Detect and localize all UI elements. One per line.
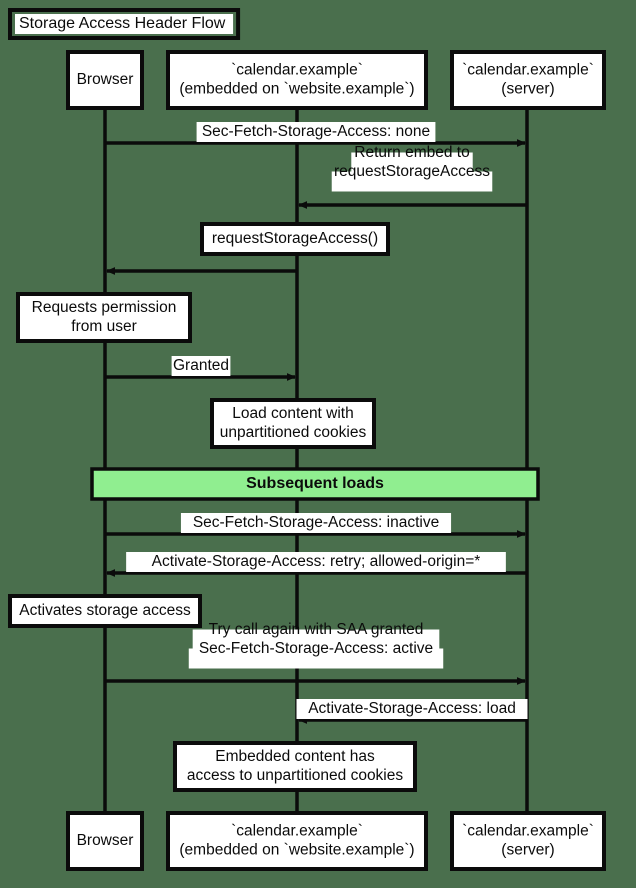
participant-label-bg <box>225 822 369 841</box>
message-label: Sec-Fetch-Storage-Access: none <box>202 123 430 140</box>
message-label-bg <box>171 356 231 376</box>
diagram-title-layer: Storage Access Header Flow <box>8 8 241 40</box>
participant-browser-bottom[interactable]: Browser <box>66 811 144 871</box>
section-subsequent-loads: Subsequent loads <box>90 467 540 501</box>
message-label: Activate-Storage-Access: load <box>308 700 516 717</box>
message-label-bg <box>192 629 440 650</box>
participant-server-bottom[interactable]: `calendar.example`(server) <box>450 811 606 871</box>
message-label-bg <box>296 699 528 719</box>
participant-embed-top[interactable]: `calendar.example`(embedded on `website.… <box>166 50 428 110</box>
message-sec-fetch-storage-access-inactive: Sec-Fetch-Storage-Access: inactive <box>105 513 526 538</box>
participant-label-bg <box>76 831 134 851</box>
participant-label: `calendar.example`(embedded on `website.… <box>179 62 414 98</box>
participant-label: `calendar.example`(server) <box>462 62 594 98</box>
diagram-title-text: Storage Access Header Flow <box>19 15 226 32</box>
note-activates-storage-access: Activates storage access <box>8 594 202 628</box>
message-label-bg <box>180 513 452 533</box>
note-box <box>8 594 202 628</box>
participant-label-bg <box>76 70 134 90</box>
participant-label-bg <box>174 80 420 99</box>
participant-label: `calendar.example`(server) <box>462 823 594 859</box>
participant-browser-top[interactable]: Browser <box>66 50 144 110</box>
note-label: requestStorageAccess() <box>212 230 378 247</box>
note-request-storage-access-call: requestStorageAccess() <box>200 222 390 256</box>
diagram-title-bg <box>15 14 234 34</box>
message-label-bg <box>188 648 444 669</box>
participant-label: Browser <box>77 832 134 849</box>
diagram-title-border <box>8 8 241 40</box>
message-granted: Granted <box>105 356 296 381</box>
message-sec-fetch-storage-access-none: Sec-Fetch-Storage-Access: none <box>105 122 526 147</box>
participant-embed-bottom[interactable]: `calendar.example`(embedded on `website.… <box>166 811 428 871</box>
message-label: Activate-Storage-Access: retry; allowed-… <box>152 553 481 570</box>
note-box <box>16 292 192 343</box>
message-label-bg <box>126 552 506 572</box>
section-band <box>90 467 540 501</box>
message-label: Granted <box>173 357 229 374</box>
participant-label: Browser <box>77 71 134 88</box>
note-box <box>210 398 376 449</box>
message-label-bg <box>351 152 473 173</box>
participant-label-bg <box>456 61 600 80</box>
participant-label-bg <box>174 841 420 860</box>
note-box <box>200 222 390 256</box>
message-activate-storage-access-retry: Activate-Storage-Access: retry; allowed-… <box>106 552 527 577</box>
message-label-bg <box>196 122 436 142</box>
participant-label-bg <box>495 80 561 99</box>
participant-label: `calendar.example`(embedded on `website.… <box>179 823 414 859</box>
diagram-title: Storage Access Header Flow <box>8 8 241 40</box>
message-activate-storage-access-load: Activate-Storage-Access: load <box>296 699 528 724</box>
note-label: Activates storage access <box>19 602 191 619</box>
participant-label-bg <box>495 841 561 860</box>
participant-label-bg <box>456 822 600 841</box>
section-label: Subsequent loads <box>246 475 384 492</box>
actor-boxes-layer: Browser `calendar.example`(embedded on `w… <box>66 50 606 871</box>
participant-server-top[interactable]: `calendar.example`(server) <box>450 50 606 110</box>
message-label: Sec-Fetch-Storage-Access: inactive <box>193 514 439 531</box>
message-label-bg <box>331 171 493 192</box>
participant-label-bg <box>225 61 369 80</box>
note-box <box>173 741 417 792</box>
